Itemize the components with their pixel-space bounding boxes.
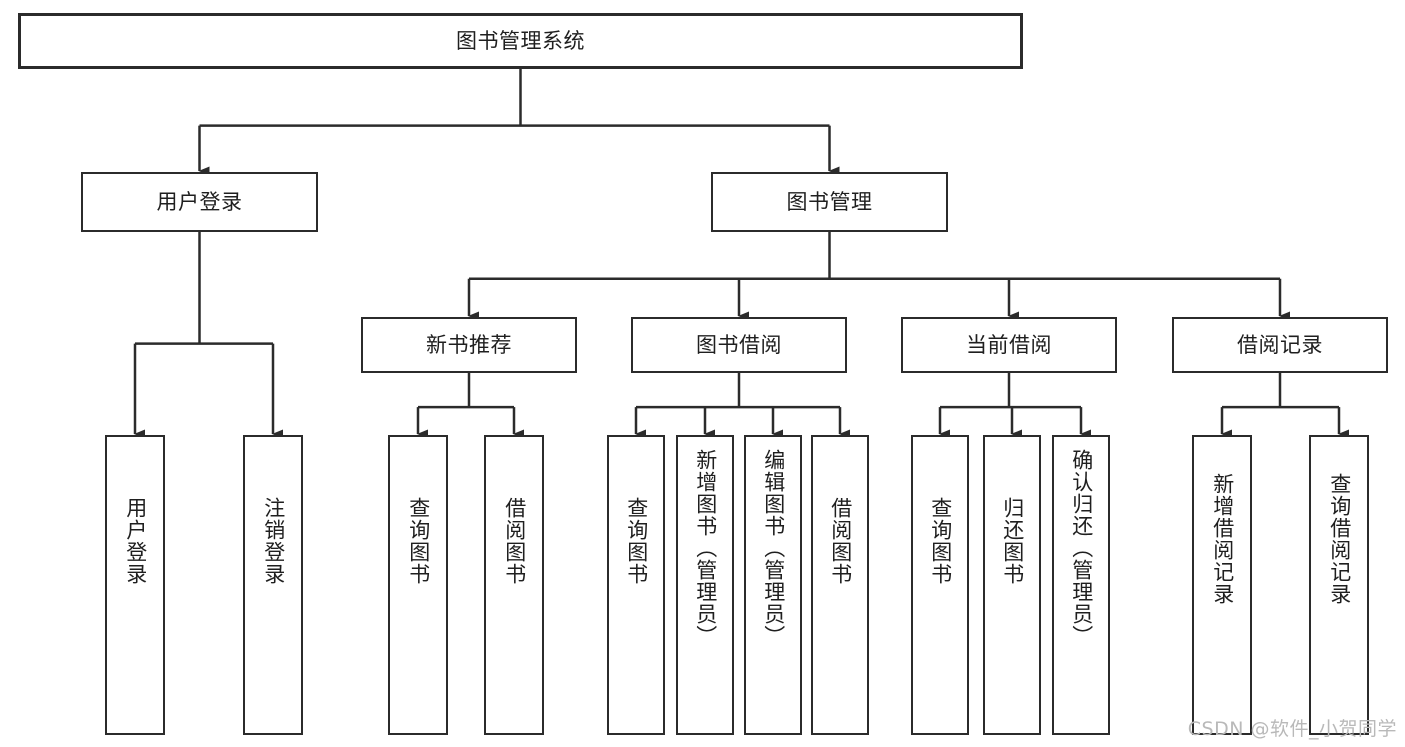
node-leaf-borrow-book-2[interactable]: 借阅图书 [811,435,869,735]
node-label: 图书管理系统 [456,28,585,53]
node-root[interactable]: 图书管理系统 [18,13,1023,69]
node-label: 图书管理 [786,189,873,214]
node-label: 查询图书 [928,497,953,585]
node-label: 查询借阅记录 [1327,473,1352,605]
node-user-login[interactable]: 用户登录 [81,172,318,232]
node-label: 新增借阅记录 [1210,473,1235,605]
node-label: 借阅图书 [828,497,853,585]
node-leaf-borrow-book-1[interactable]: 借阅图书 [484,435,544,735]
node-leaf-query-book-3[interactable]: 查询图书 [911,435,969,735]
node-label: 编辑图书（管理员） [761,449,786,647]
node-book-borrow[interactable]: 图书借阅 [631,317,847,373]
node-label: 图书借阅 [696,332,782,357]
node-label: 新书推荐 [426,332,512,357]
node-label: 新增图书（管理员） [693,449,718,647]
node-book-manage[interactable]: 图书管理 [711,172,948,232]
node-label: 归还图书 [1000,497,1025,585]
watermark-text: CSDN @软件_小贺同学 [1187,718,1397,740]
edge-group [133,69,1349,439]
node-label: 用户登录 [156,189,243,214]
node-leaf-add-record[interactable]: 新增借阅记录 [1192,435,1252,735]
node-label: 借阅记录 [1237,332,1323,357]
node-label: 借阅图书 [502,497,527,585]
node-leaf-user-login[interactable]: 用户登录 [105,435,165,735]
node-leaf-user-logout[interactable]: 注销登录 [243,435,303,735]
node-leaf-query-record[interactable]: 查询借阅记录 [1309,435,1369,735]
node-label: 注销登录 [261,497,286,585]
node-leaf-return-book[interactable]: 归还图书 [983,435,1041,735]
node-label: 用户登录 [123,497,148,585]
node-label: 确认归还（管理员） [1069,449,1094,647]
node-new-book-rec[interactable]: 新书推荐 [361,317,577,373]
node-leaf-query-book-2[interactable]: 查询图书 [607,435,665,735]
node-leaf-add-book[interactable]: 新增图书（管理员） [676,435,734,735]
node-leaf-edit-book[interactable]: 编辑图书（管理员） [744,435,802,735]
node-label: 查询图书 [624,497,649,585]
node-current-borrow[interactable]: 当前借阅 [901,317,1117,373]
node-label: 当前借阅 [966,332,1052,357]
node-leaf-confirm-return[interactable]: 确认归还（管理员） [1052,435,1110,735]
node-leaf-query-book-1[interactable]: 查询图书 [388,435,448,735]
node-label: 查询图书 [406,497,431,585]
node-borrow-record[interactable]: 借阅记录 [1172,317,1388,373]
